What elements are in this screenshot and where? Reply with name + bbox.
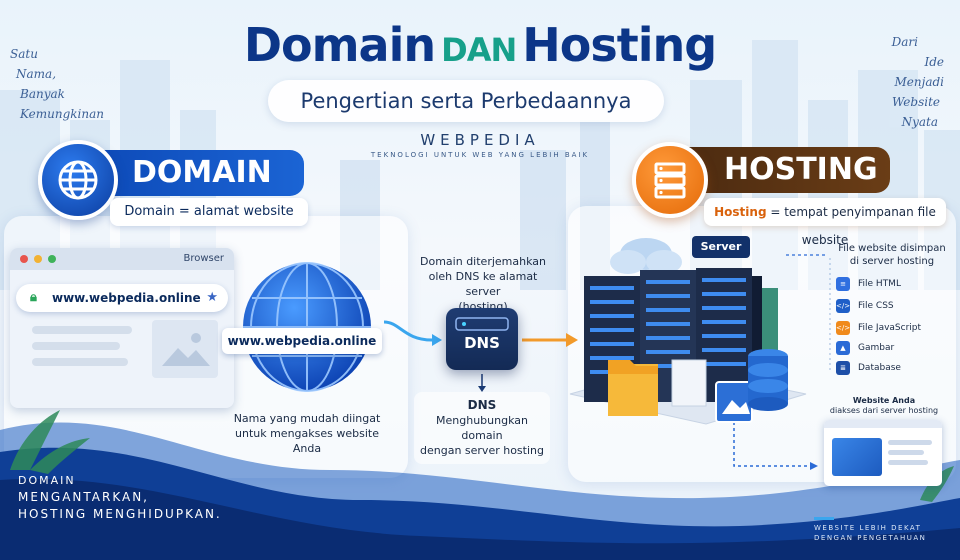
- image-placeholder-icon: [152, 320, 218, 378]
- browser-window: Browser: [10, 248, 234, 408]
- hosting-heading: HOSTING: [676, 147, 890, 193]
- file-item-css: </> File CSS: [836, 299, 894, 313]
- hosting-badge: [632, 142, 708, 218]
- globe-icon: [58, 160, 98, 200]
- globe-illustration-icon: [243, 262, 371, 392]
- domain-definition: Domain = alamat website: [110, 198, 308, 226]
- domain-badge: [38, 140, 118, 220]
- globe-url-label: www.webpedia.online: [222, 328, 382, 354]
- js-file-icon: </>: [836, 321, 850, 335]
- arrow-right-icon: [566, 333, 578, 347]
- website-hero-image-icon: [832, 438, 882, 476]
- browser-url-bar[interactable]: 🔒︎ www.webpedia.online ★: [16, 284, 228, 312]
- arrow-down-icon: [478, 386, 486, 392]
- placeholder-line: [32, 326, 132, 334]
- close-dot-icon: [20, 255, 28, 263]
- domain-caption: Nama yang mudah diingat untuk mengakses …: [233, 412, 381, 455]
- files-caption: File website disimpan di server hosting: [838, 243, 946, 267]
- website-caption: Website Anda diakses dari server hosting: [829, 396, 939, 415]
- footer-accent-line: [814, 517, 834, 520]
- minimize-dot-icon: [34, 255, 42, 263]
- dns-server-box: DNS: [446, 308, 518, 370]
- file-item-html: ≡ File HTML: [836, 276, 901, 292]
- dns-caption: DNS Menghubungkan domain dengan server h…: [414, 392, 550, 464]
- file-item-gambar: ▲ Gambar: [836, 340, 894, 356]
- placeholder-line: [32, 342, 120, 350]
- star-icon[interactable]: ★: [206, 290, 218, 305]
- css-file-icon: </>: [836, 299, 850, 313]
- hosting-definition: Hosting = tempat penyimpanan file websit…: [704, 198, 946, 247]
- server-rack-illustration: [569, 238, 807, 425]
- placeholder-line: [32, 358, 128, 366]
- browser-title-bar: Browser: [10, 248, 234, 270]
- image-file-icon: ▲: [836, 341, 850, 355]
- html-file-icon: ≡: [836, 277, 850, 291]
- server-icon: [654, 162, 686, 199]
- arrow-right-icon: [432, 334, 442, 346]
- server-tag: Server: [692, 236, 750, 258]
- brand-name: WEBPEDIA: [420, 131, 540, 149]
- file-item-javascript: </> File JavaScript: [836, 321, 922, 335]
- subtitle: Pengertian serta Perbedaannya: [268, 80, 664, 122]
- domain-heading: DOMAIN: [92, 150, 304, 196]
- browser-label: Browser: [183, 253, 224, 264]
- website-preview: [824, 420, 942, 486]
- lock-icon: 🔒︎: [30, 290, 37, 305]
- dns-server-icon: [455, 317, 509, 331]
- database-icon: ≣: [836, 361, 850, 375]
- maximize-dot-icon: [48, 255, 56, 263]
- brand-tagline: TEKNOLOGI UNTUK WEB YANG LEBIH BAIK: [370, 151, 590, 159]
- footer-slogan: DOMAIN MENGANTARKAN, HOSTING MENGHIDUPKA…: [18, 474, 222, 521]
- footer-tagline: WEBSITE LEBIH DEKAT DENGAN PENGETAHUAN: [814, 524, 927, 542]
- script-quote-right: Dari Ide Menjadi Website Nyata: [891, 35, 944, 129]
- file-item-database: ≣ Database: [836, 360, 901, 376]
- script-quote-left: Satu Nama, Banyak Kemungkinan: [10, 47, 104, 121]
